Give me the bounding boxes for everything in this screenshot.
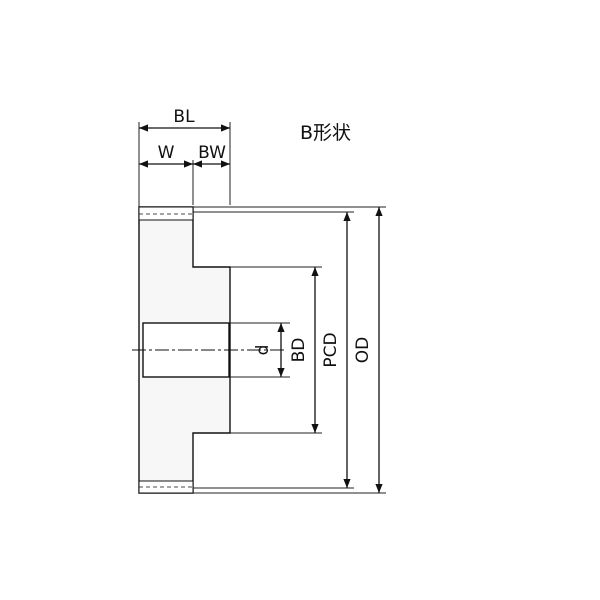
- shape-title: B形状: [300, 122, 351, 144]
- pcd-label: PCD: [321, 332, 341, 367]
- bd-label: BD: [289, 338, 309, 363]
- od-label: OD: [353, 337, 373, 363]
- d-label: d: [253, 345, 273, 356]
- bl-label: BL: [173, 107, 195, 127]
- gear-teeth-top: [138, 206, 194, 221]
- bw-label: BW: [198, 143, 226, 163]
- w-label: W: [158, 143, 175, 163]
- gear-teeth-bottom: [138, 480, 194, 494]
- height-extension-lines: [193, 206, 386, 494]
